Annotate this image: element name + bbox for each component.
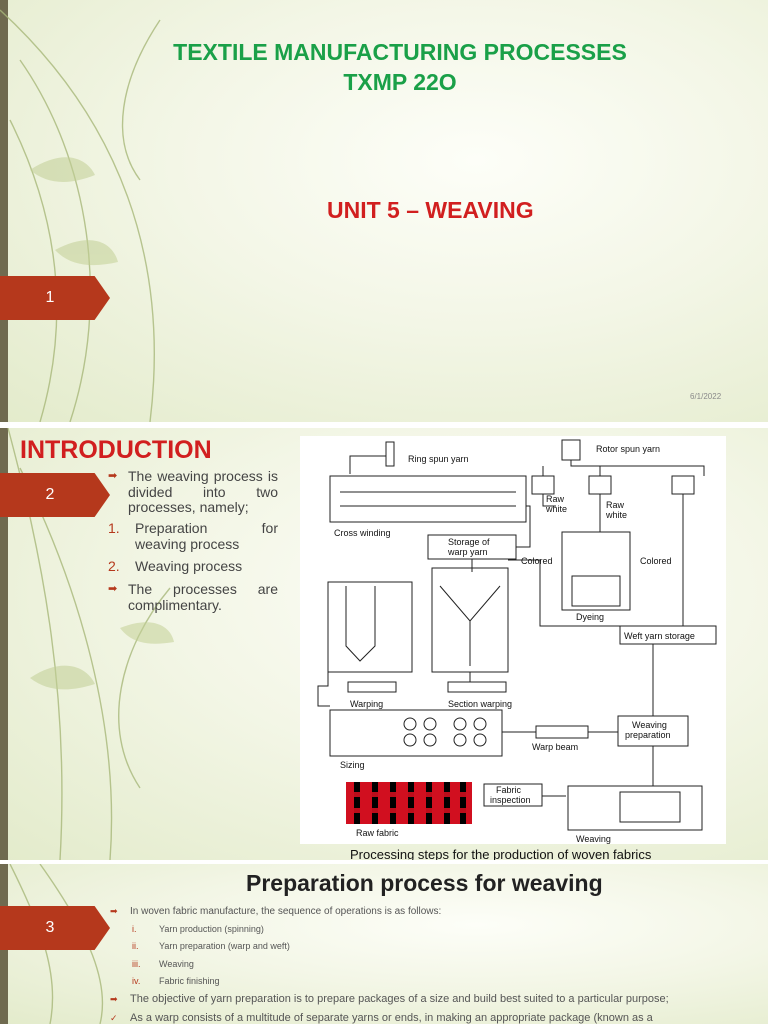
slide-1: TEXTILE MANUFACTURING PROCESSES TXMP 22O… [0, 0, 768, 422]
slide-number: 2 [45, 486, 55, 503]
weaving-machine-icon [567, 785, 703, 831]
label-weaving-prep-1: Weaving [632, 720, 667, 730]
slide-number-badge: 3 [0, 906, 110, 950]
fabric-inspection-box [483, 783, 543, 807]
label-raw-white-b2: white [605, 510, 627, 520]
label-fabric-insp-2: inspection [490, 795, 531, 805]
arrow-bullet-icon: ➡ [108, 470, 118, 482]
weft-storage-box [619, 625, 717, 645]
slide-number: 3 [45, 919, 55, 936]
sub-list-item: i. Yarn production (spinning) [132, 924, 264, 934]
warping-creel-icon [327, 581, 413, 673]
label-fabric-insp-1: Fabric [496, 785, 522, 795]
list-number: 2. [108, 558, 120, 574]
label-storage-warp-2: warp yarn [447, 547, 488, 557]
dyeing-machine-icon [561, 531, 631, 611]
ring-spun-bobbin-icon [385, 441, 395, 467]
package-icon [531, 475, 555, 495]
slide-number-badge: 2 [0, 473, 110, 517]
sub-list-item: iv. Fabric finishing [132, 976, 220, 986]
label-colored-right: Colored [640, 556, 672, 566]
arrow-bullet-icon: ➡ [110, 906, 118, 916]
slide-edge-strip [0, 428, 8, 860]
label-dyeing: Dyeing [576, 612, 604, 622]
package-icon [588, 475, 612, 495]
label-rotor-spun: Rotor spun yarn [596, 444, 660, 454]
raw-fabric-swatch [346, 782, 472, 824]
label-raw-fabric: Raw fabric [356, 828, 399, 838]
label-raw-white-a1: Raw [546, 494, 565, 504]
diagram-caption: Processing steps for the production of w… [350, 847, 652, 862]
course-code: TXMP 22O [343, 69, 457, 95]
check-bullet-icon: ✓ [110, 1013, 118, 1023]
list-item: ➡ The processes are complimentary. [108, 581, 278, 613]
beam-icon [447, 681, 507, 693]
sizing-machine-icon [329, 709, 503, 757]
rotor-spun-package-icon [561, 439, 581, 461]
arrow-bullet-icon: ➡ [110, 994, 118, 1004]
package-icon [671, 475, 695, 495]
label-section-warping: Section warping [448, 699, 512, 709]
course-title: TEXTILE MANUFACTURING PROCESSES [173, 39, 627, 65]
arrow-bullet-icon: ➡ [108, 583, 118, 595]
slide-number: 1 [45, 289, 55, 306]
list-item: 1. Preparation for weaving process [108, 520, 278, 552]
list-item: 2. Weaving process [108, 558, 243, 574]
label-cross-winding: Cross winding [334, 528, 391, 538]
label-colored-left: Colored [521, 556, 553, 566]
slide-3-heading: Preparation process for weaving [246, 870, 603, 896]
slide-separator [0, 860, 768, 864]
label-raw-white-a2: white [545, 504, 567, 514]
list-item: ➡ The weaving process is divided into tw… [108, 468, 278, 515]
label-warping: Warping [350, 699, 383, 709]
label-storage-warp-1: Storage of [448, 537, 490, 547]
label-ring-spun: Ring spun yarn [408, 454, 469, 464]
list-item: ✓ As a warp consists of a multitude of s… [110, 1012, 653, 1024]
label-weaving: Weaving [576, 834, 611, 844]
decorative-swirl [7, 428, 174, 860]
warp-beam-icon [535, 725, 589, 739]
label-weaving-prep-2: preparation [625, 730, 671, 740]
slide-edge-strip [0, 0, 8, 422]
unit-title: UNIT 5 – WEAVING [327, 197, 534, 223]
label-raw-white-b1: Raw [606, 500, 625, 510]
decorative-swirl [0, 9, 161, 422]
list-item: ➡ In woven fabric manufacture, the seque… [110, 906, 442, 917]
label-sizing: Sizing [340, 760, 365, 770]
sub-list-item: iii. Weaving [132, 959, 194, 969]
introduction-heading: INTRODUCTION [20, 436, 212, 464]
sub-list-item: ii. Yarn preparation (warp and weft) [132, 941, 290, 951]
list-item: ➡ The objective of yarn preparation is t… [110, 993, 669, 1005]
cross-winding-machine-icon [329, 475, 527, 523]
slide-number-badge: 1 [0, 276, 110, 320]
slide-date: 6/1/2022 [690, 392, 722, 401]
label-weft-storage: Weft yarn storage [624, 631, 695, 641]
slide-1-title: TEXTILE MANUFACTURING PROCESSES TXMP 22O [0, 37, 768, 97]
list-number: 1. [108, 520, 120, 536]
label-warp-beam: Warp beam [532, 742, 578, 752]
slide-separator [0, 422, 768, 428]
beam-icon [347, 681, 397, 693]
process-flow-diagram: Ring spun yarn Rotor spun yarn Cross win… [300, 436, 726, 844]
